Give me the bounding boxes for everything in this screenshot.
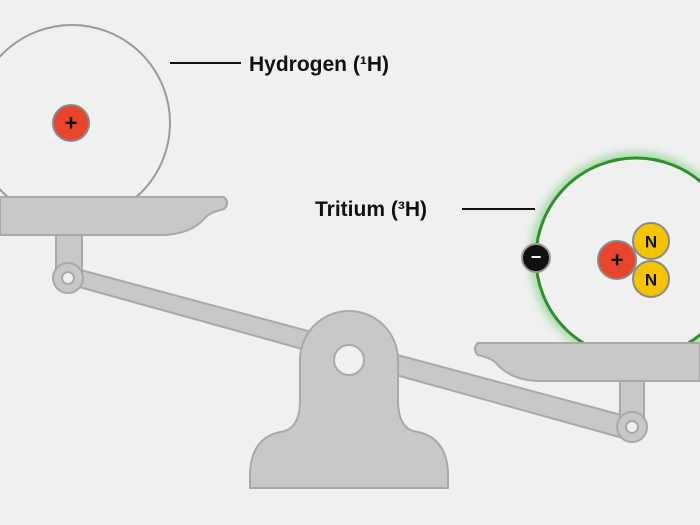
tritium-label: Tritium (³H)	[315, 198, 427, 221]
hydrogen-proton-symbol: +	[65, 111, 78, 136]
tritium-neutron-icon	[632, 222, 670, 260]
scale-fulcrum	[249, 310, 449, 489]
hydrogen-label: Hydrogen (¹H)	[249, 53, 389, 76]
right-joint-pin	[625, 420, 639, 434]
hydrogen-atom: +	[0, 24, 171, 222]
tritium-neutron-symbol: N	[645, 233, 657, 252]
hydrogen-proton-icon	[52, 104, 90, 142]
tritium-electron-icon	[521, 243, 551, 273]
right-pan-front	[474, 342, 700, 382]
tritium-atom: + N N −	[521, 153, 700, 363]
tritium-proton-icon	[597, 240, 637, 280]
tritium-proton-symbol: +	[611, 248, 624, 273]
left-joint-pin	[61, 271, 75, 285]
fulcrum-pivot	[333, 344, 365, 376]
tritium-neutron-icon	[632, 260, 670, 298]
left-pan-front	[0, 196, 228, 236]
tritium-electron-symbol: −	[531, 247, 542, 267]
tritium-neutron-symbol: N	[645, 271, 657, 290]
